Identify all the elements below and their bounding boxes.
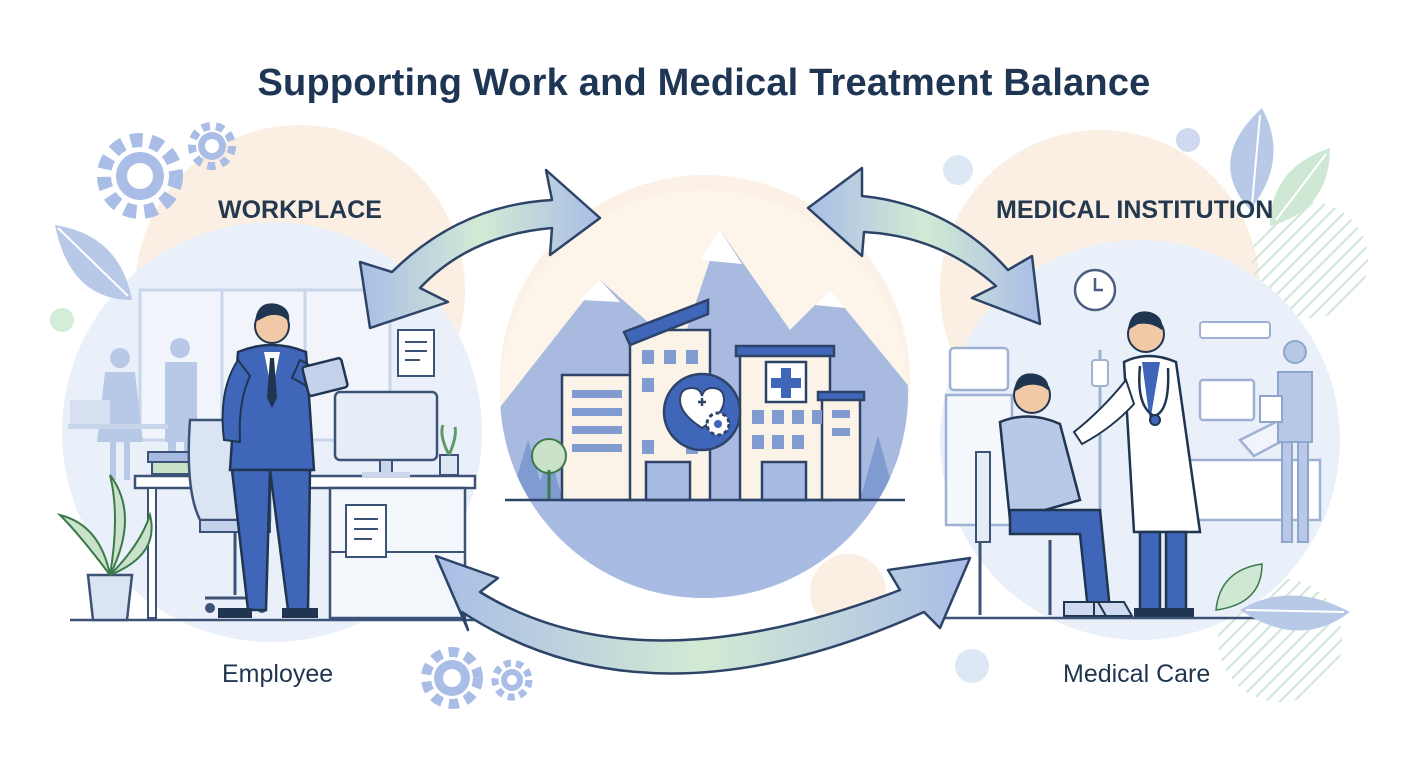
heart-icon	[662, 372, 742, 452]
leaf-icon	[1270, 148, 1330, 226]
document-icon	[345, 504, 387, 558]
community-scene	[500, 190, 908, 598]
workplace-scene	[56, 222, 482, 642]
employee-figure	[218, 303, 349, 618]
monitor-icon	[333, 390, 439, 477]
caption-medical-care: Medical Care	[1063, 660, 1211, 688]
nurse-figure	[1259, 340, 1313, 543]
section-label-workplace: WORKPLACE	[218, 196, 382, 224]
gear-icon	[97, 133, 183, 219]
arrow-center-medical	[806, 166, 1042, 326]
leaf-icon	[1230, 108, 1274, 210]
doctor-figure	[1072, 311, 1202, 618]
leaf-icon	[55, 225, 132, 300]
medical-scene	[935, 240, 1340, 640]
gear-icon	[188, 122, 236, 170]
medical-cross-icon	[764, 360, 808, 404]
gear-icon	[491, 659, 533, 701]
caption-employee: Employee	[222, 660, 334, 688]
gear-icon	[705, 411, 731, 437]
leaf-icon	[1240, 595, 1350, 631]
patient-figure	[998, 373, 1134, 617]
cycle-arrows	[358, 166, 1042, 675]
plant	[56, 474, 153, 622]
clock-icon	[1073, 268, 1117, 312]
gear-icon	[421, 647, 483, 709]
document-icon	[397, 329, 435, 377]
leaf-icon	[1215, 563, 1263, 611]
arrow-bottom-loop	[434, 554, 972, 675]
page-title: Supporting Work and Medical Treatment Ba…	[257, 62, 1151, 104]
stethoscope-icon	[1138, 365, 1170, 426]
section-label-medical-institution: MEDICAL INSTITUTION	[996, 196, 1274, 224]
arrow-workplace-center	[358, 168, 602, 330]
tablet-icon	[301, 356, 349, 398]
